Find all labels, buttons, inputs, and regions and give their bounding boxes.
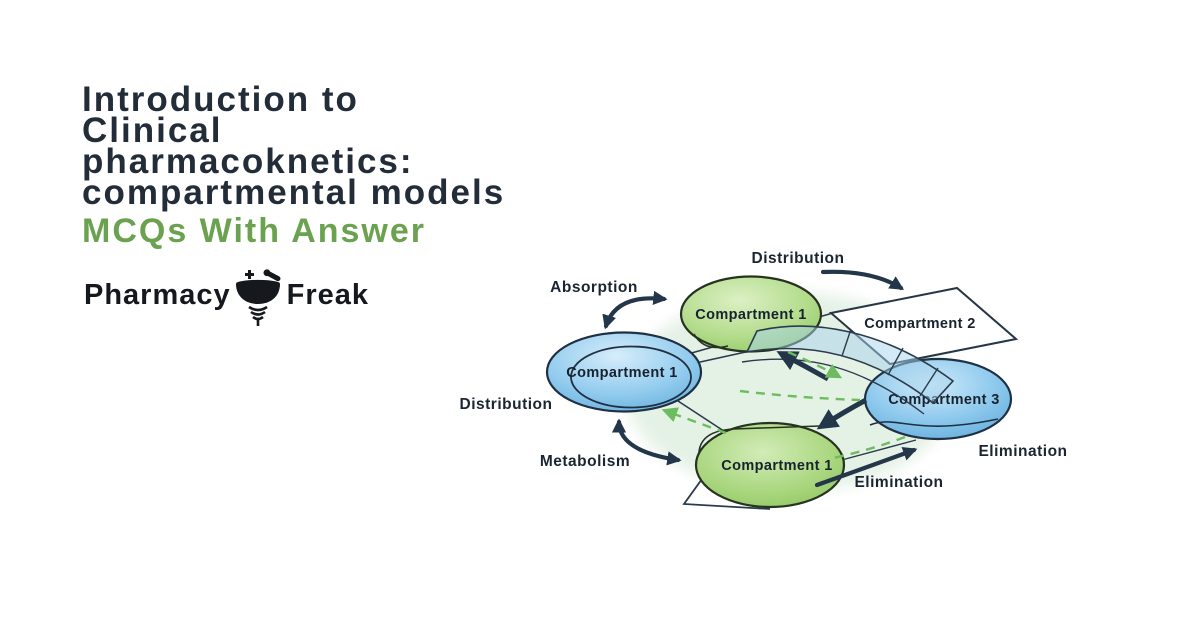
mortar-pestle-icon (235, 269, 281, 326)
pharmacy-freak-logo: Pharmacy (84, 268, 370, 326)
compartment-1-bottom-label: Compartment 1 (721, 458, 833, 474)
absorption-arrow (602, 290, 668, 330)
dashed-transfer-arrows (661, 350, 906, 461)
compartment-3-label: Compartment 3 (888, 392, 1000, 408)
compartment-1-bottom-node: Compartment 1 (694, 421, 846, 509)
metabolism-label: Metabolism (540, 453, 630, 470)
absorption-label: Absorption (550, 279, 638, 296)
title-line-3: pharmacoknetics: (82, 142, 414, 181)
compartment-1-left-label: Compartment 1 (566, 365, 678, 381)
compartment-1-left-node: Compartment 1 (545, 331, 703, 413)
distribution-left-label: Distribution (460, 396, 553, 413)
title-block: Introduction to Clinical pharmacoknetics… (82, 80, 722, 250)
metabolism-arrow (611, 418, 682, 466)
compartment-2-label: Compartment 2 (864, 316, 976, 332)
title-highlight: MCQs With Answer (82, 212, 427, 250)
distribution-arrow (820, 269, 905, 291)
title-line-4: compartmental models (82, 173, 506, 212)
title-line-2: Clinical (82, 111, 223, 150)
elimination-bottom-label: Elimination (854, 474, 943, 491)
elimination-arrow (814, 447, 918, 488)
plane-edge-line-lower (837, 439, 917, 462)
logo-word-left: Pharmacy (84, 278, 231, 311)
logo-word-right: Freak (286, 278, 370, 311)
title-line-1: Introduction to (82, 80, 359, 119)
transfer-arrow-up (776, 351, 830, 382)
compartment-1-top-label: Compartment 1 (695, 307, 807, 323)
transfer-arrow-down (816, 397, 868, 430)
elimination-right-label: Elimination (978, 443, 1067, 460)
distribution-top-label: Distribution (752, 250, 845, 267)
